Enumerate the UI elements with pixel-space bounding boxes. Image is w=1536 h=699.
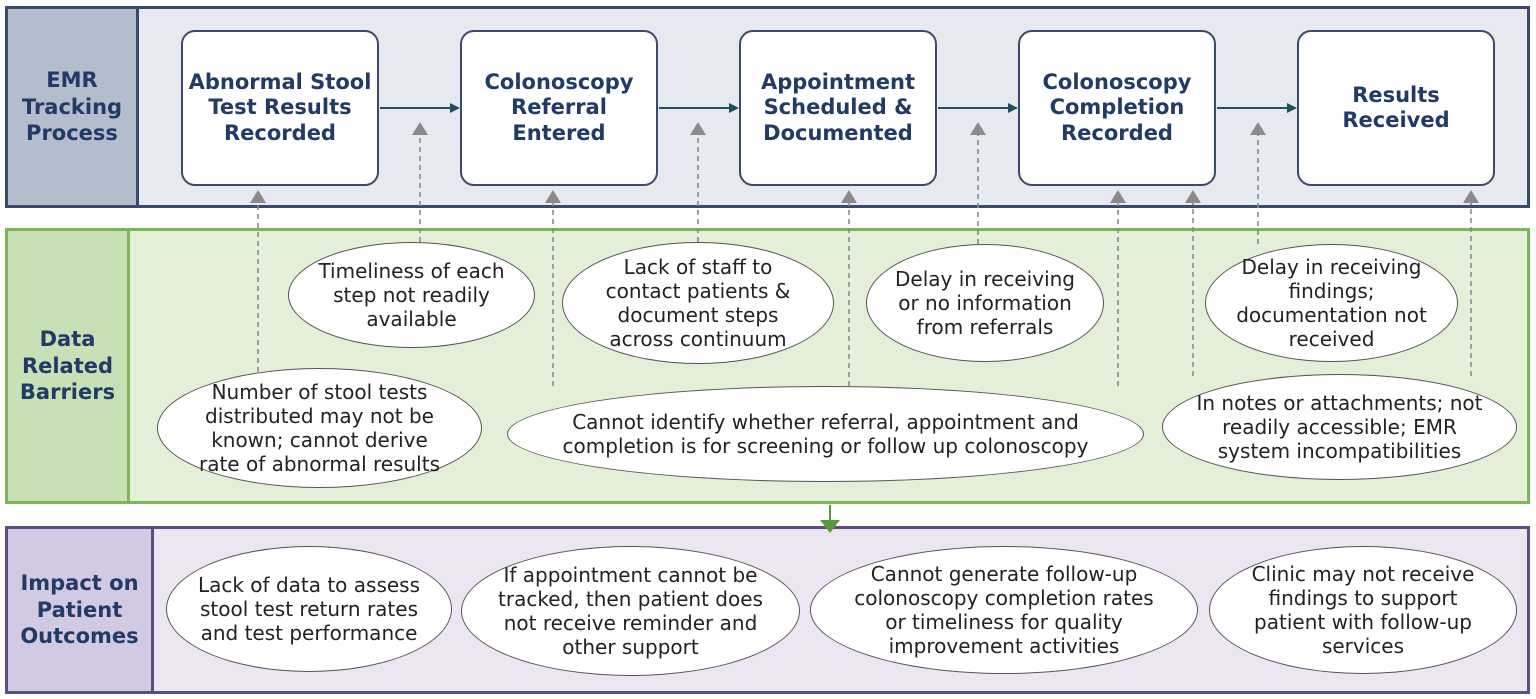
arrowhead-gray: [841, 190, 857, 203]
arrowhead-gray: [545, 190, 561, 203]
arrowhead-gray: [690, 122, 706, 135]
arrowhead-gray: [1463, 190, 1479, 203]
step-abnormal-stool-test: Abnormal Stool Test Results Recorded: [181, 30, 379, 186]
barrier-findings-delay: Delay in receiving findings; documentati…: [1205, 244, 1458, 362]
impact-followup-completion-rates: Cannot generate follow-up colonoscopy co…: [810, 546, 1198, 674]
barrier-screening-or-followup: Cannot identify whether referral, appoin…: [507, 386, 1144, 482]
arrowhead-gray: [1110, 190, 1126, 203]
step-appointment-scheduled: Appointment Scheduled & Documented: [739, 30, 937, 186]
barrier-stool-tests: Number of stool tests distributed may no…: [157, 368, 482, 488]
impact-appointment-tracking: If appointment cannot be tracked, then p…: [461, 546, 800, 676]
barrier-notes-attachments: In notes or attachments; not readily acc…: [1162, 374, 1517, 480]
impact-clinic-findings: Clinic may not receive findings to suppo…: [1209, 546, 1517, 674]
arrowhead-gray: [970, 122, 986, 135]
down-arrowhead: [820, 520, 840, 533]
arrowhead-gray: [412, 122, 428, 135]
arrowhead-gray: [1250, 122, 1266, 135]
impact-stool-test-data: Lack of data to assess stool test return…: [166, 546, 452, 672]
barrier-timeliness: Timeliness of each step not readily avai…: [288, 242, 535, 348]
step-colonoscopy-referral: Colonoscopy Referral Entered: [460, 30, 658, 186]
barrier-referral-delay: Delay in receiving or no information fro…: [866, 244, 1104, 362]
arrowhead-gray: [250, 190, 266, 203]
emr-tracking-row-label: EMR Tracking Process: [5, 6, 139, 208]
barrier-lack-of-staff: Lack of staff to contact patients & docu…: [562, 242, 834, 364]
arrowhead-gray: [1185, 190, 1201, 203]
step-colonoscopy-completion: Colonoscopy Completion Recorded: [1018, 30, 1216, 186]
step-results-received: Results Received: [1297, 30, 1495, 186]
impact-outcomes-row-label: Impact on Patient Outcomes: [5, 526, 154, 694]
data-barriers-row-label: Data Related Barriers: [5, 228, 130, 504]
